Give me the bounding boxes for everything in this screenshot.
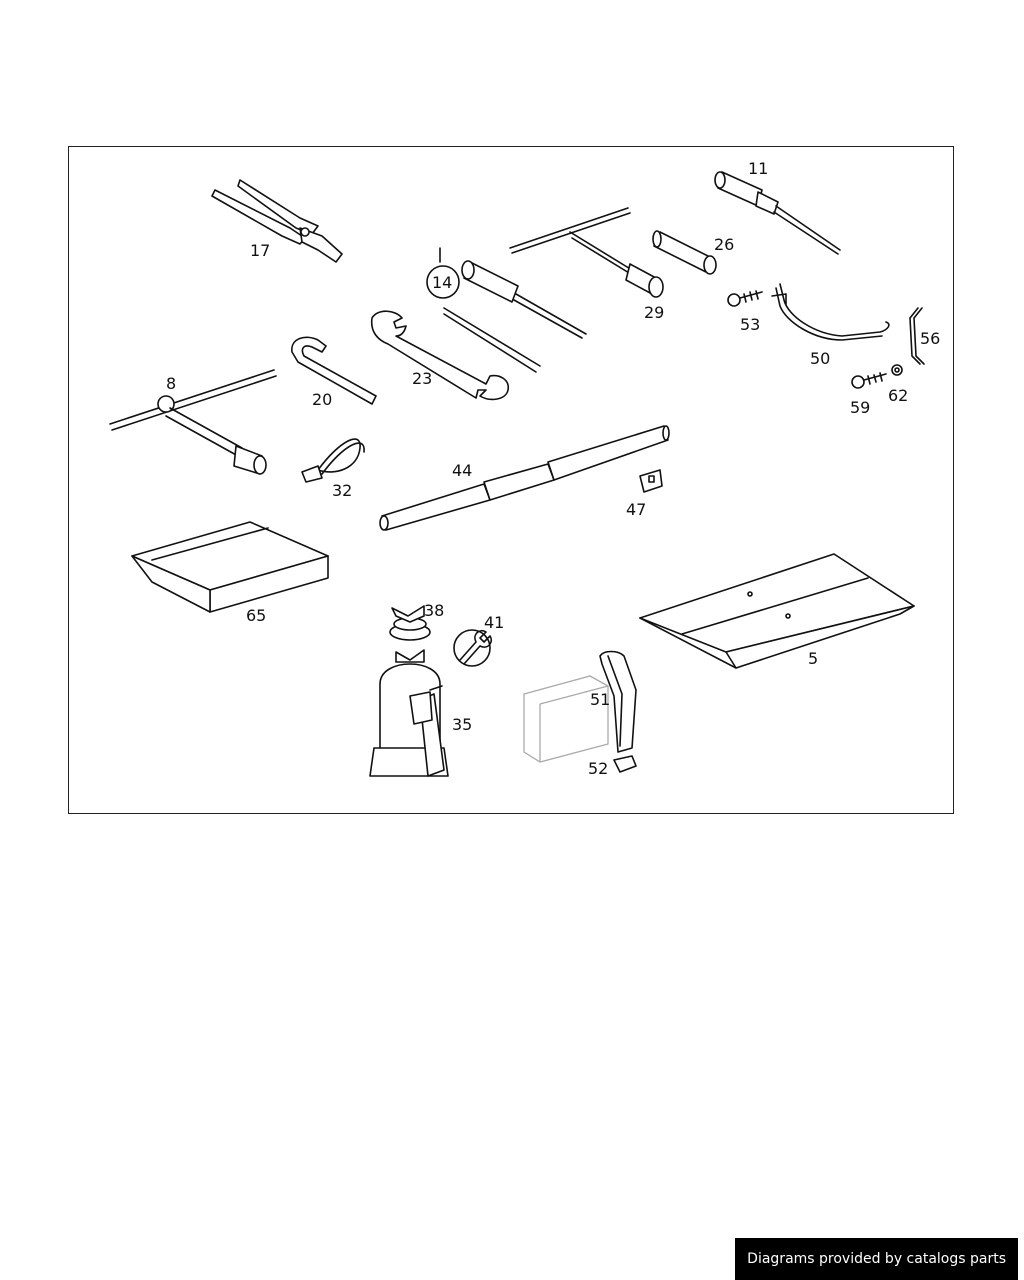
callout-53: 53 — [740, 315, 760, 334]
hex-key-drawing — [291, 336, 377, 405]
diagram-frame — [68, 146, 954, 814]
credit-banner: Diagrams provided by catalogs parts — [735, 1238, 1018, 1280]
jack-saddle-drawing — [389, 605, 431, 641]
strap-bracket-drawing — [771, 283, 890, 341]
callout-17: 17 — [250, 241, 270, 260]
tool-mat-drawing — [639, 553, 915, 669]
cable-tie-drawing — [301, 438, 365, 483]
callout-8: 8 — [166, 374, 176, 393]
bracket-56-drawing — [909, 307, 925, 365]
flat-screwdriver-drawing — [426, 247, 587, 373]
screw-59-drawing — [851, 372, 887, 389]
callout-29: 29 — [644, 303, 664, 322]
callout-41: 41 — [484, 613, 504, 632]
pliers-drawing — [211, 179, 343, 263]
callout-38: 38 — [424, 601, 444, 620]
callout-11: 11 — [748, 159, 768, 178]
screw-53-drawing — [727, 290, 763, 307]
callout-50: 50 — [810, 349, 830, 368]
wrench-symbol-drawing — [453, 629, 493, 667]
callout-47: 47 — [626, 500, 646, 519]
callout-56: 56 — [920, 329, 940, 348]
callout-14: 14 — [432, 273, 452, 292]
manual-pouch-drawing — [131, 521, 329, 613]
t-handle-wrench-drawing — [109, 369, 277, 475]
screwdriver-drawing — [714, 171, 841, 255]
callout-59: 59 — [850, 398, 870, 417]
washer-drawing — [891, 364, 903, 376]
callout-26: 26 — [714, 235, 734, 254]
callout-20: 20 — [312, 390, 332, 409]
lever-bar-drawing — [379, 425, 670, 531]
callout-51: 51 — [590, 690, 610, 709]
callout-44: 44 — [452, 461, 472, 480]
callout-62: 62 — [888, 386, 908, 405]
bottle-jack-drawing — [369, 649, 449, 777]
socket-drawing — [652, 230, 717, 275]
callout-23: 23 — [412, 369, 432, 388]
open-end-wrench-drawing — [370, 310, 510, 401]
t-wrench-drawing — [509, 207, 664, 298]
callout-52: 52 — [588, 759, 608, 778]
storage-box-drawing — [523, 675, 609, 763]
callout-5: 5 — [808, 649, 818, 668]
clip-drawing — [639, 469, 663, 493]
tie-strap-drawing — [599, 650, 637, 773]
callout-65: 65 — [246, 606, 266, 625]
callout-35: 35 — [452, 715, 472, 734]
callout-32: 32 — [332, 481, 352, 500]
